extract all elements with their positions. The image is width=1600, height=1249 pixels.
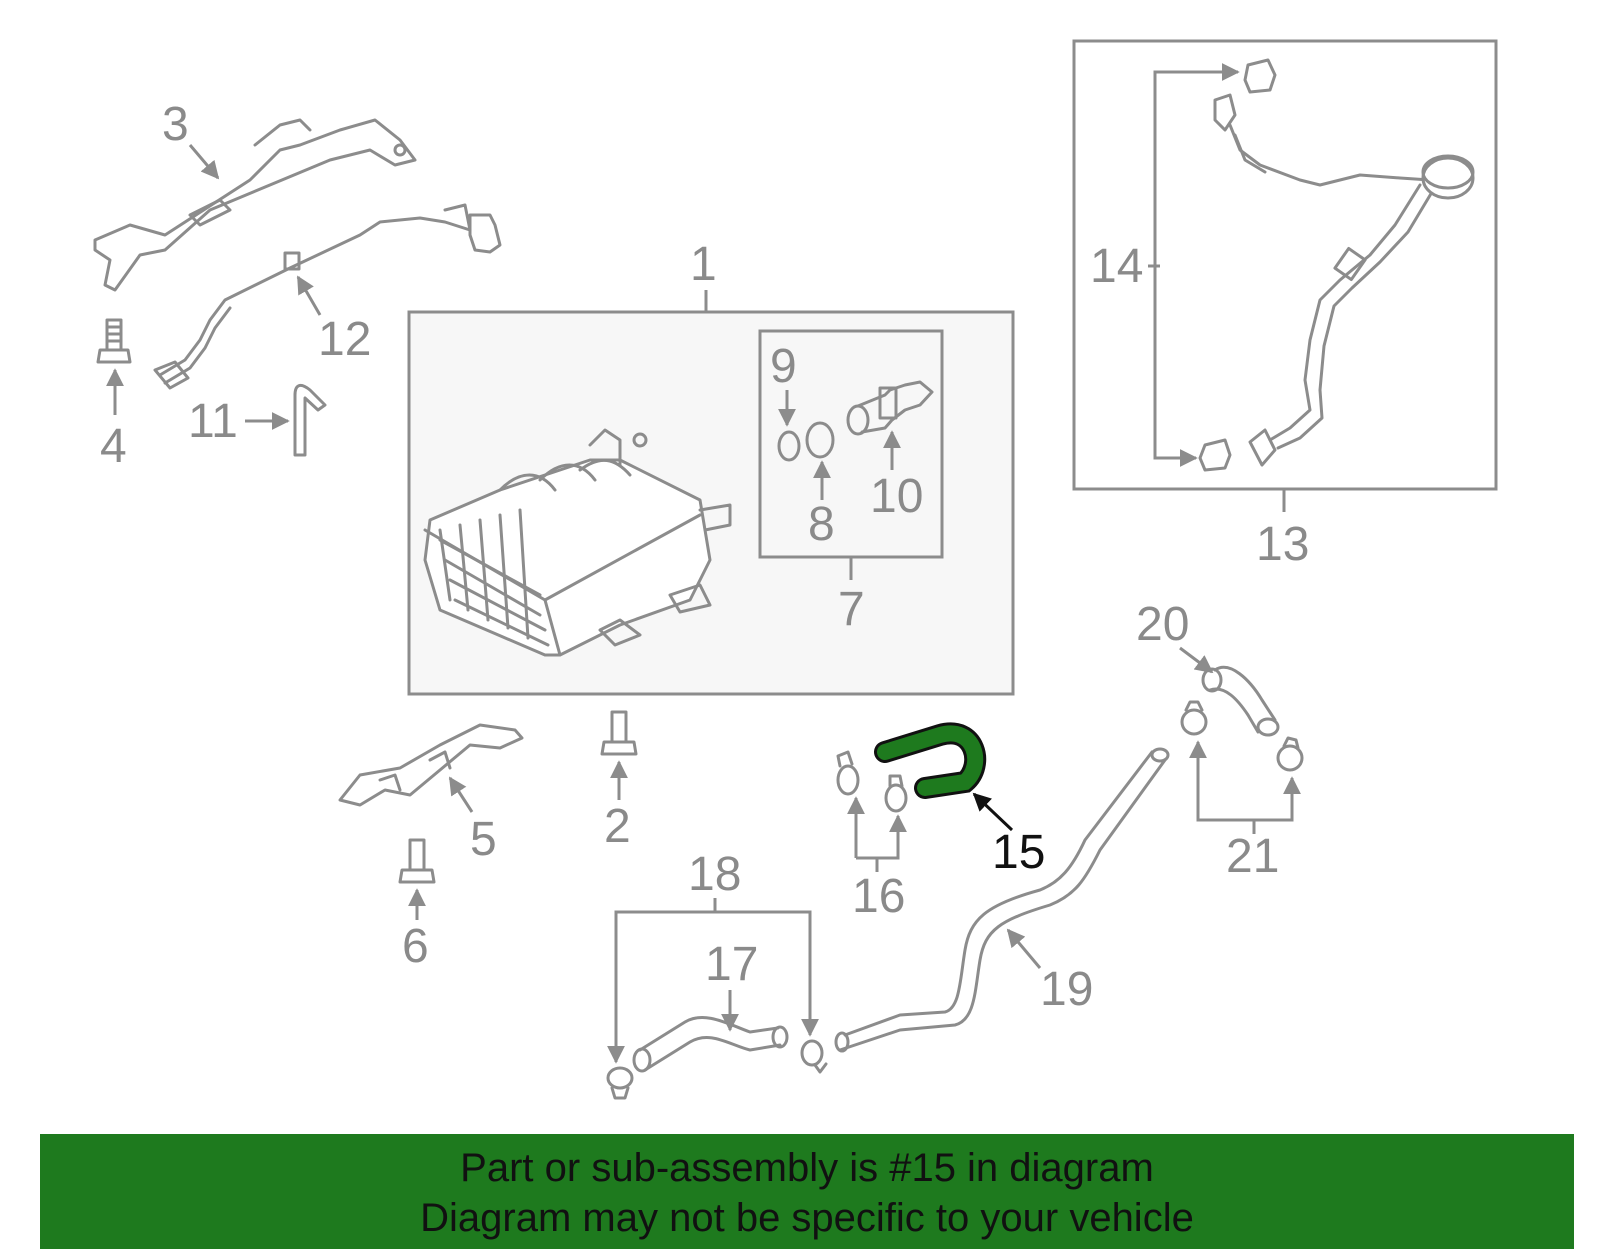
part-12-harness[interactable] <box>153 203 502 390</box>
leader-14-top <box>1153 63 1240 266</box>
callout-17: 17 <box>705 938 758 991</box>
leader-18-right <box>704 910 819 1037</box>
leader-21-a <box>1189 740 1254 822</box>
part-14-cap-top[interactable] <box>1243 58 1277 94</box>
part-21-clamp-a[interactable] <box>1180 700 1208 736</box>
part-15-hose-highlighted[interactable] <box>874 722 987 799</box>
callout-10: 10 <box>870 470 923 523</box>
callout-2: 2 <box>604 800 631 853</box>
part-19-hose[interactable] <box>834 747 1170 1053</box>
part-14-cap-bottom[interactable] <box>1198 438 1232 472</box>
part-21-clamp-b[interactable] <box>1276 736 1304 772</box>
part-17-hose[interactable] <box>632 1016 789 1073</box>
callout-21: 21 <box>1226 830 1279 883</box>
part-2-bolt[interactable] <box>600 710 638 756</box>
part-4-bolt[interactable] <box>96 318 132 364</box>
part-18-clamp-left[interactable] <box>606 1066 634 1100</box>
part-16-clamp-b[interactable] <box>884 774 908 813</box>
leader-21-b <box>1254 776 1301 822</box>
callout-4: 4 <box>100 420 127 473</box>
leader-20 <box>1179 646 1214 674</box>
part-3-bracket[interactable] <box>93 118 417 292</box>
callout-13: 13 <box>1256 518 1309 571</box>
callout-6: 6 <box>402 920 429 973</box>
part-20-hose[interactable] <box>1201 665 1280 737</box>
part-16-clamp-a[interactable] <box>836 750 860 796</box>
leader-5 <box>448 776 474 813</box>
callout-11: 11 <box>188 395 238 448</box>
leader-15 <box>972 792 1014 832</box>
callout-20: 20 <box>1136 598 1189 651</box>
callout-14: 14 <box>1090 240 1143 293</box>
leader-16-b <box>856 814 907 860</box>
part-18-clamp-right[interactable] <box>800 1039 828 1074</box>
part-13-hoses[interactable] <box>1213 93 1475 467</box>
part-9-oring[interactable] <box>777 430 801 462</box>
callout-8: 8 <box>808 498 835 551</box>
callout-18: 18 <box>688 848 741 901</box>
callout-7: 7 <box>838 583 865 636</box>
part-1-canister[interactable] <box>423 428 732 657</box>
info-banner: Part or sub-assembly is #15 in diagram D… <box>40 1134 1574 1249</box>
callout-5: 5 <box>470 813 497 866</box>
leader-14-bottom <box>1153 266 1198 467</box>
banner-line-2: Diagram may not be specific to your vehi… <box>420 1196 1194 1240</box>
banner-line-1: Part or sub-assembly is #15 in diagram <box>460 1146 1154 1190</box>
leader-18-left <box>607 910 704 1064</box>
part-11-clip[interactable] <box>293 383 327 457</box>
part-8-oring[interactable] <box>805 421 835 459</box>
part-6-bolt[interactable] <box>398 838 436 884</box>
leader-3 <box>188 144 220 180</box>
callout-16: 16 <box>852 870 905 923</box>
callout-9: 9 <box>770 340 797 393</box>
callout-15: 15 <box>992 826 1045 879</box>
part-5-bracket[interactable] <box>338 723 524 807</box>
leader-19 <box>1006 928 1042 969</box>
callout-3: 3 <box>162 98 189 151</box>
callout-12: 12 <box>318 313 371 366</box>
callout-1: 1 <box>690 238 717 291</box>
leader-12 <box>296 275 322 316</box>
callout-19: 19 <box>1040 963 1093 1016</box>
part-10-valve[interactable] <box>846 380 934 436</box>
